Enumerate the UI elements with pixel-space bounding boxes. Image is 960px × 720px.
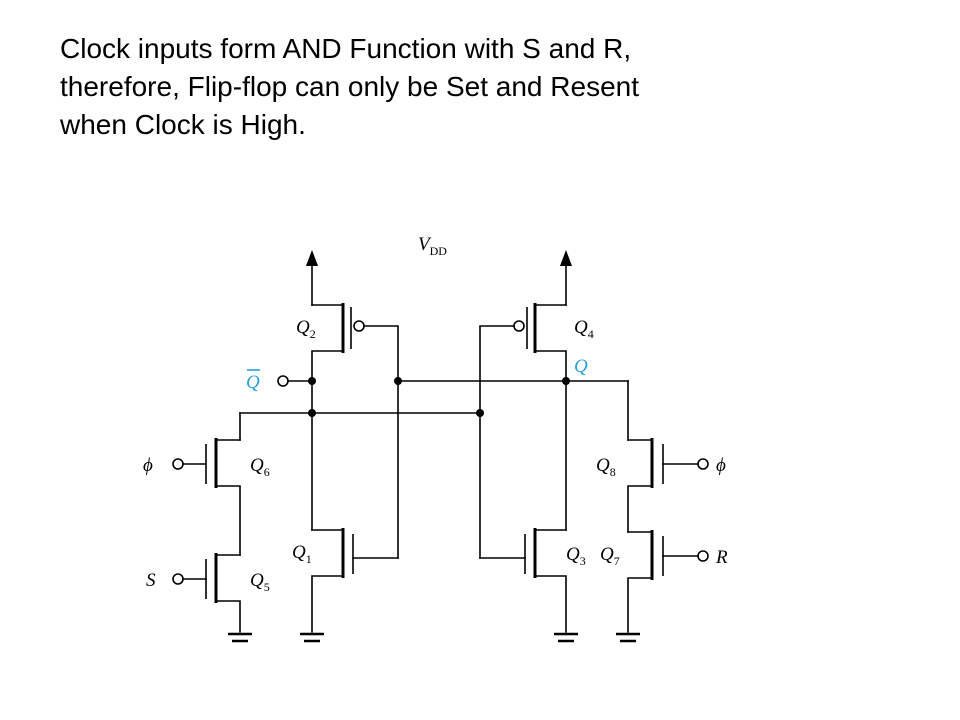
label-q6: Q6 — [250, 455, 270, 479]
caption-line-1: Clock inputs form AND Function with S an… — [60, 33, 632, 64]
transistor-q8 — [627, 438, 709, 533]
transistor-q7 — [627, 530, 709, 633]
output-q-bar-label: Q — [246, 372, 260, 393]
input-r-label: R — [715, 547, 728, 568]
vdd-label: VDD — [418, 234, 447, 258]
caption-line-2: therefore, Flip-flop can only be Set and… — [60, 71, 640, 102]
node-q-bar-wiring — [277, 375, 481, 414]
transistor-q5 — [172, 553, 241, 633]
label-q1: Q1 — [292, 542, 312, 566]
transistor-q6 — [172, 438, 241, 556]
vdd-arrow-left — [306, 250, 318, 306]
node-q-wiring — [397, 380, 629, 441]
output-q-label: Q — [574, 356, 588, 377]
transistor-q3 — [479, 528, 567, 633]
ground-symbol — [616, 632, 640, 643]
ground-symbol — [300, 632, 324, 643]
junction-dot — [562, 377, 570, 385]
label-q4: Q4 — [574, 317, 594, 341]
transistor-q2 — [311, 303, 399, 382]
label-q7: Q7 — [600, 544, 620, 568]
label-q3: Q3 — [566, 544, 586, 568]
junction-dot — [394, 377, 402, 385]
ground-symbol — [228, 632, 252, 643]
transistor-q1 — [311, 528, 399, 633]
input-s-label: S — [146, 570, 156, 591]
vdd-arrow-right — [560, 250, 572, 306]
transistor-q4 — [479, 303, 567, 414]
caption: Clock inputs form AND Function with S an… — [60, 30, 940, 144]
caption-line-3: when Clock is High. — [60, 109, 306, 140]
junction-dot — [308, 377, 316, 385]
label-q2: Q2 — [296, 317, 316, 341]
junction-dot — [476, 409, 484, 417]
ground-symbol — [554, 632, 578, 643]
label-q5: Q5 — [250, 570, 270, 594]
input-phi-left-label: ϕ — [143, 455, 153, 476]
label-q8: Q8 — [596, 455, 616, 479]
input-phi-right-label: ϕ — [716, 455, 726, 476]
junction-dot — [308, 409, 316, 417]
